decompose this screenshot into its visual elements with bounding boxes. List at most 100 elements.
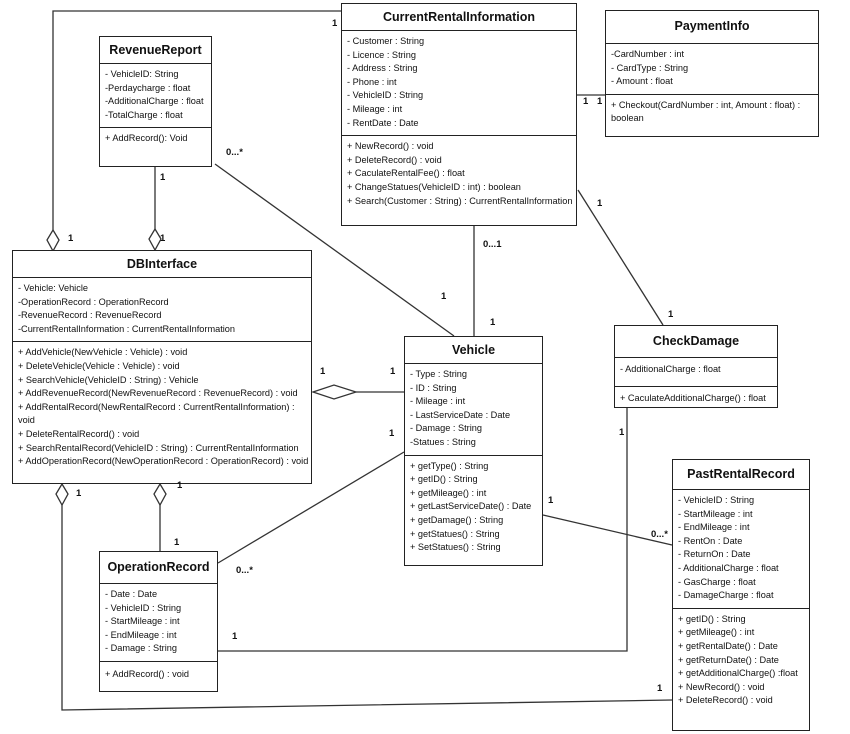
attributes-section: - AdditionalCharge : float	[615, 358, 777, 386]
multiplicity-label: 0...*	[651, 529, 668, 540]
aggregation-diamond-db-oprec	[153, 482, 167, 507]
multiplicity-label: 1	[177, 480, 183, 491]
multiplicity-label: 0...1	[483, 239, 502, 250]
operation: + DeleteRecord() : void	[347, 154, 442, 165]
operation: + ChangeStatues(VehicleID : int) : boole…	[347, 181, 521, 192]
attribute: - DamageCharge : float	[678, 590, 774, 601]
operations-section: + AddRecord() : void	[100, 660, 217, 689]
class-current-rental-information[interactable]: CurrentRentalInformation - Customer : St…	[341, 3, 577, 226]
operation: + AddRecord() : void	[105, 668, 190, 679]
attributes-section: - Vehicle: Vehicle -OperationRecord : Op…	[13, 278, 311, 341]
operation: + SetStatues() : String	[410, 542, 501, 553]
operation: + NewRecord() : void	[678, 681, 765, 692]
attribute: - Phone : int	[347, 76, 397, 87]
attribute: - VehicleID : String	[105, 602, 182, 613]
attribute: - Mileage : int	[347, 103, 403, 114]
multiplicity-label: 0...*	[236, 565, 253, 576]
attribute: - CardType : String	[611, 62, 689, 73]
multiplicity-label: 1	[597, 96, 603, 107]
attribute: - Type : String	[410, 369, 468, 379]
multiplicity-label: 1	[668, 309, 674, 320]
attribute: - Address : String	[347, 63, 418, 74]
attribute: - StartMileage : int	[105, 616, 180, 627]
assoc-vehicle-pastrental	[542, 514, 673, 546]
class-name: Vehicle	[405, 337, 542, 364]
class-past-rental-record[interactable]: PastRentalRecord - VehicleID : String - …	[672, 459, 810, 731]
multiplicity-label: 1	[160, 172, 166, 183]
class-payment-info[interactable]: PaymentInfo -CardNumber : int - CardType…	[605, 10, 819, 137]
attribute: - VehicleID : String	[347, 90, 424, 101]
operation: + DeleteRentalRecord() : void	[18, 428, 140, 439]
multiplicity-label: 0...*	[226, 147, 243, 158]
class-dbinterface[interactable]: DBInterface - Vehicle: Vehicle -Operatio…	[12, 250, 312, 484]
multiplicity-label: 1	[160, 233, 166, 244]
class-name: CheckDamage	[615, 326, 777, 358]
operations-section: + getType() : String + getID() : String …	[405, 454, 542, 560]
operation: + getReturnDate() : Date	[678, 654, 779, 665]
operation: + NewRecord() : void	[347, 141, 434, 152]
attribute: - Damage : String	[410, 423, 482, 434]
attribute: -RevenueRecord : RevenueRecord	[18, 310, 162, 321]
attribute: - ReturnOn : Date	[678, 549, 751, 560]
attributes-section: - VehicleID: String -Perdaycharge : floa…	[100, 64, 211, 127]
multiplicity-label: 1	[597, 198, 603, 209]
operation: + getMileage() : int	[410, 487, 487, 498]
operation: + SearchRentalRecord(VehicleID : String)…	[18, 442, 299, 453]
operation: + AddRecord(): Void	[105, 133, 188, 144]
attribute: - GasCharge : float	[678, 576, 756, 587]
operation: + getLastServiceDate() : Date	[410, 501, 532, 512]
class-check-damage[interactable]: CheckDamage - AdditionalCharge : float +…	[614, 325, 778, 408]
attribute: - ID : String	[410, 382, 457, 393]
attribute: -TotalCharge : float	[105, 109, 183, 120]
multiplicity-label: 1	[441, 291, 447, 302]
operation: + DeleteVehicle(Vehicle : Vehicle) : voi…	[18, 360, 180, 371]
attributes-section: - Date : Date - VehicleID : String - Sta…	[100, 584, 217, 661]
operation: + AddOperationRecord(NewOperationRecord …	[18, 456, 309, 467]
attribute: - VehicleID : String	[678, 495, 755, 505]
operation: + CaculateRentalFee() : float	[347, 168, 465, 179]
multiplicity-label: 1	[583, 96, 589, 107]
class-name: RevenueReport	[100, 37, 211, 64]
attribute: -OperationRecord : OperationRecord	[18, 296, 169, 307]
operation: + AddRentalRecord(NewRentalRecord : Curr…	[18, 401, 295, 426]
operation: + getDamage() : String	[410, 514, 504, 525]
attribute: - Licence : String	[347, 49, 416, 60]
assoc-db-pastrental	[61, 505, 673, 711]
operation: + CaculateAdditionalCharge() : float	[620, 392, 766, 403]
aggregation-diamond-db-past	[55, 482, 69, 507]
multiplicity-label: 1	[76, 488, 82, 499]
multiplicity-label: 1	[619, 427, 625, 438]
class-vehicle[interactable]: Vehicle - Type : String - ID : String - …	[404, 336, 543, 566]
assoc-vehicle-operationrecord	[217, 451, 405, 564]
assoc-current-checkdamage	[577, 189, 664, 326]
attribute: - AdditionalCharge : float	[620, 364, 721, 374]
multiplicity-label: 1	[490, 317, 496, 328]
operation: + getID() : String	[678, 613, 746, 624]
attribute: -CardNumber : int	[611, 49, 685, 59]
class-revenue-report[interactable]: RevenueReport - VehicleID: String -Perda…	[99, 36, 212, 167]
attribute: - Damage : String	[105, 643, 177, 654]
operation: + getAdditionalCharge() :float	[678, 668, 798, 679]
attribute: - Customer : String	[347, 36, 425, 46]
attribute: -Statues : String	[410, 436, 476, 447]
operation: + DeleteRecord() : void	[678, 695, 773, 706]
attribute: - Vehicle: Vehicle	[18, 283, 88, 293]
attribute: - Date : Date	[105, 589, 158, 599]
attributes-section: - Type : String - ID : String - Mileage …	[405, 364, 542, 455]
operation: + AddRevenueRecord(NewRevenueRecord : Re…	[18, 388, 298, 399]
class-name: OperationRecord	[100, 552, 217, 584]
class-operation-record[interactable]: OperationRecord - Date : Date - VehicleI…	[99, 551, 218, 692]
attribute: - VehicleID: String	[105, 69, 179, 79]
attribute: -Perdaycharge : float	[105, 82, 191, 93]
attribute: - RentDate : Date	[347, 117, 419, 128]
attribute: - EndMileage : int	[678, 522, 750, 533]
attribute: -AdditionalCharge : float	[105, 96, 204, 107]
aggregation-diamond-db-current	[46, 228, 60, 253]
operations-section: + AddRecord(): Void	[100, 127, 211, 151]
assoc-checkdamage-operationrecord	[218, 408, 628, 652]
attribute: - Amount : float	[611, 76, 673, 87]
multiplicity-label: 1	[68, 233, 74, 244]
operation: + Checkout(CardNumber : int, Amount : fl…	[611, 99, 801, 124]
multiplicity-label: 1	[390, 366, 396, 377]
